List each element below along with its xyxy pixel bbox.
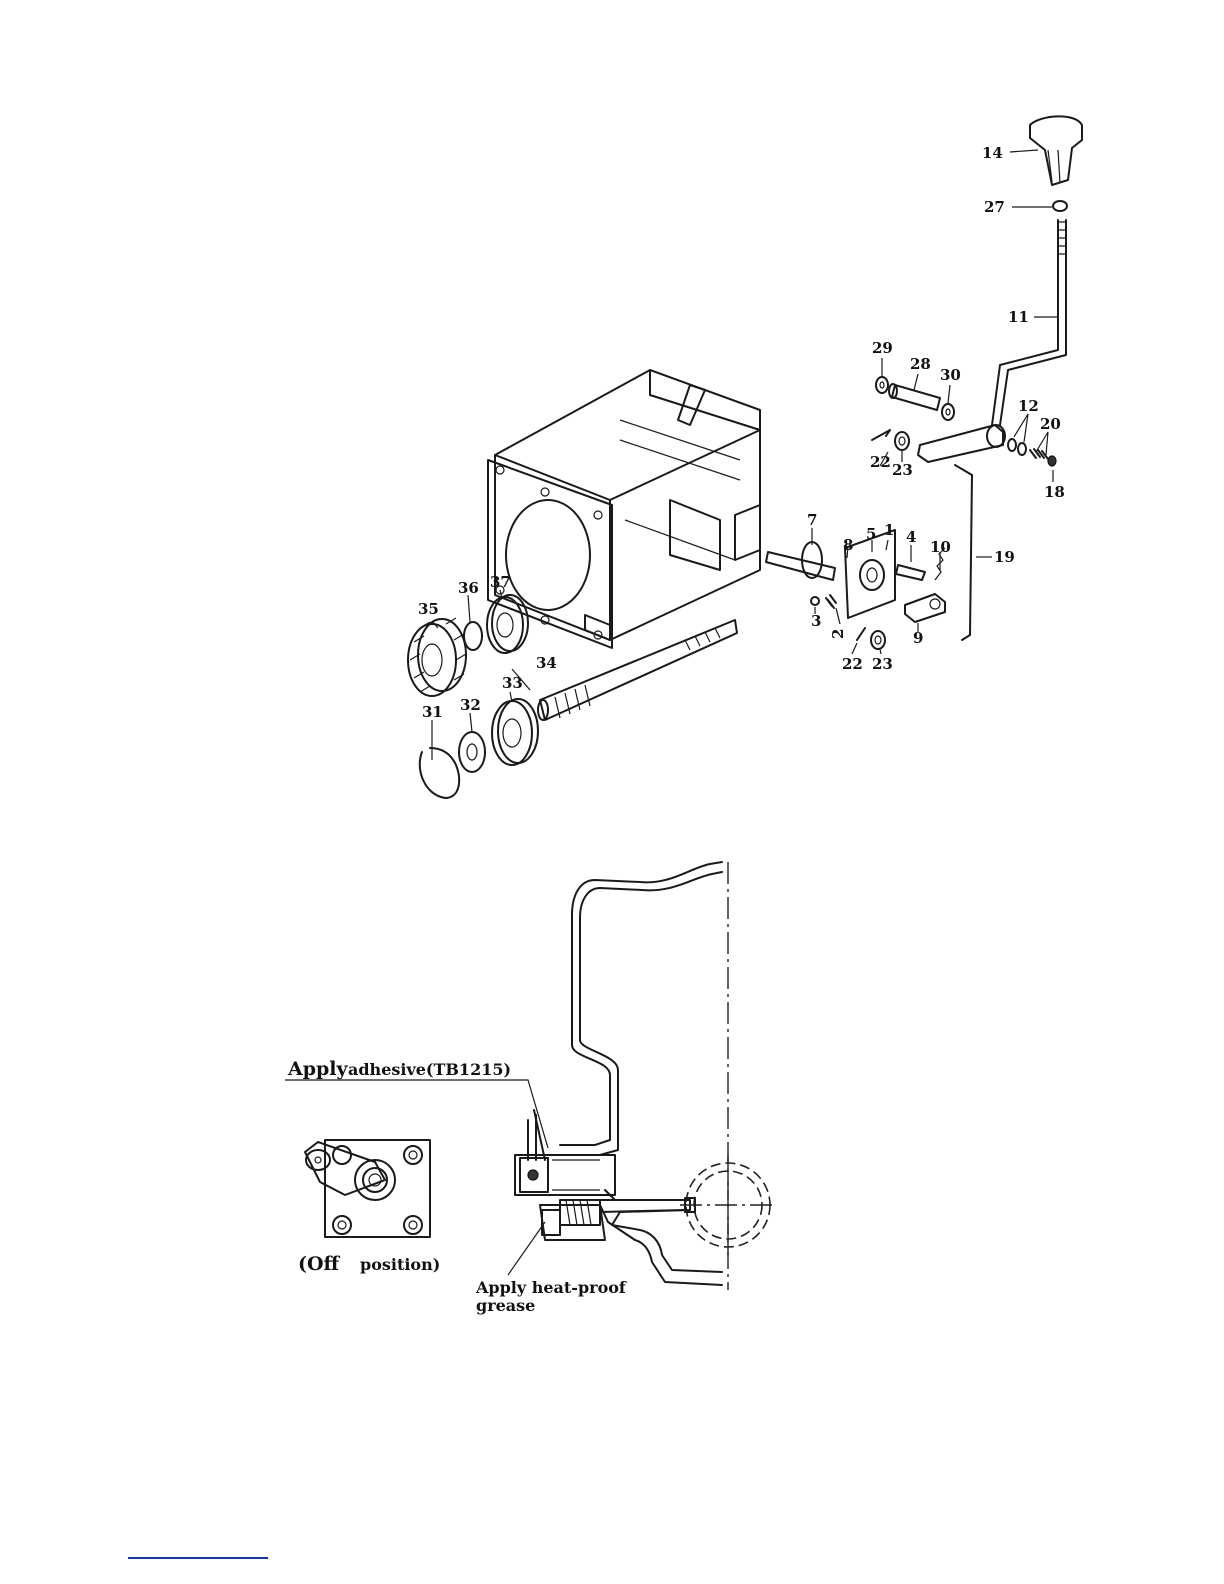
callout-12: 12 [1018,397,1039,415]
gear-35 [408,618,466,696]
callout-23a: 23 [892,461,913,479]
washer-32 [459,732,485,772]
callout-35: 35 [418,600,439,618]
nut-27 [1053,201,1067,211]
spring-2 [826,595,836,608]
pin-22a [872,430,890,440]
pivot-lever [918,425,1005,462]
snap-ring-36 [464,622,482,650]
callout-8: 8 [843,536,853,554]
callout-28: 28 [910,355,931,373]
bolt-4 [896,565,925,580]
callout-1: 1 [884,521,894,539]
callout-14: 14 [982,144,1003,162]
pin-22b [857,628,865,640]
note-heat-proof-grease: Apply heat-proof [475,1278,627,1297]
washer-29 [876,377,888,393]
callout-9: 9 [913,629,923,647]
gear-circle [680,1155,775,1255]
knob-14 [1030,116,1082,185]
callout-27: 27 [984,198,1005,216]
washer-23a [895,432,909,450]
callout-11: 11 [1008,308,1029,326]
note-off: (Off [298,1253,341,1275]
callout-37: 37 [490,573,511,591]
footer-rule [128,1557,268,1559]
callout-7: 7 [807,511,817,529]
transmission-case [488,370,760,648]
callout-2: 2 [829,629,847,639]
callout-32: 32 [460,696,481,714]
notes: Apply adhesive(TB1215) (Off position) Ap… [287,1058,627,1315]
callout-10: 10 [930,538,951,556]
callout-36: 36 [458,579,479,597]
callout-22b: 22 [842,655,863,673]
ball-3 [811,597,819,605]
callout-22a: 22 [870,453,891,471]
callout-31: 31 [422,703,443,721]
callout-23b: 23 [872,655,893,673]
threaded-bolt [560,1200,600,1225]
leader-lines [432,150,1058,760]
washer-23b [871,631,885,649]
callout-18: 18 [1044,483,1065,501]
callout-30: 30 [940,366,961,384]
bearing-33 [492,699,538,765]
callout-29: 29 [872,339,893,357]
callout-19: 19 [994,548,1015,566]
springs-12-20 [1008,439,1056,466]
callout-4: 4 [906,528,916,546]
snap-ring-31 [420,748,459,798]
callout-33: 33 [502,674,523,692]
note-off-position: position) [360,1255,440,1274]
shift-arm-7 [766,542,835,580]
callout-20: 20 [1040,415,1061,433]
note-grease: grease [476,1296,535,1315]
washer-30 [942,404,954,420]
callout-34: 34 [536,654,557,672]
shaft-34 [538,620,737,720]
off-position-inset [305,1140,430,1237]
rod-19 [955,465,972,640]
callout-5: 5 [866,525,876,543]
callout-3: 3 [811,612,821,630]
note-adhesive-spec: adhesive(TB1215) [348,1060,511,1079]
bearing-37 [487,595,528,653]
lever-9 [905,594,945,622]
note-apply-adhesive: Apply [287,1058,349,1080]
